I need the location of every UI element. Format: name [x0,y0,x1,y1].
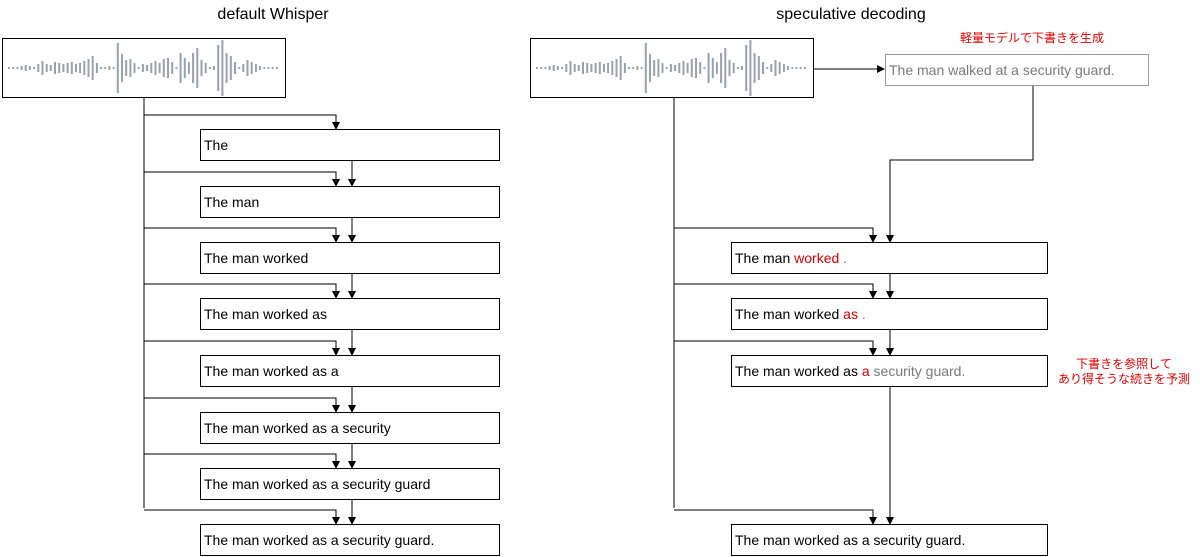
audio-feed-arrow [674,283,877,299]
audio-feed-arrow [144,171,340,187]
predict-note-line2: あり得そうな続きを予測 [1058,372,1191,386]
left-title: default Whisper [217,6,329,23]
draft-box: The man walked at a security guard. [885,54,1149,86]
predict-note: 下書きを参照して あり得そうな続きを予測 [1058,357,1190,387]
step-box-3: The man worked [200,242,500,274]
audio-feed-arrow [144,453,340,469]
audio-feed-arrow [144,227,340,243]
verify-prefix: The man [735,250,795,266]
audio-feed-arrow [674,227,877,243]
step-box-8: The man worked as a security guard. [200,524,500,556]
audio-feed-arrow [144,283,340,299]
verify-box-3: The man worked as a security guard. [731,355,1048,387]
draft-note: 軽量モデルで下書きを生成 [960,31,1105,45]
verify-suffix: security guard. [869,363,966,379]
audio-feed-arrow [144,340,340,356]
draft-feed-arrow [886,86,1034,243]
step-box-1: The [200,129,500,161]
audio-feed-arrow [144,397,340,413]
verify-highlight: as [843,306,858,322]
step-box-7: The man worked as a security guard [200,468,500,500]
verify-highlight: worked [794,250,840,266]
verify-prefix: The man worked [735,306,844,322]
step-box-5: The man worked as a [200,355,500,387]
verify-box-2: The man worked as . [731,298,1048,330]
verify-suffix: . [839,250,848,266]
verify-suffix: . [857,306,866,322]
audio-feed-arrow [144,509,340,525]
final-box: The man worked as a security guard. [731,524,1048,556]
step-box-6: The man worked as a security [200,412,500,444]
step-box-4: The man worked as [200,298,500,330]
audio-waveform-icon [2,38,286,98]
verify-box-1: The man worked . [731,242,1048,274]
step-box-2: The man [200,186,500,218]
audio-feed-arrow [674,340,877,356]
audio-feed-arrow [144,114,340,130]
audio-feed-arrow [674,509,877,525]
predict-note-line1: 下書きを参照して [1076,357,1172,371]
verify-highlight: a [861,363,870,379]
verify-prefix: The man worked as [735,363,862,379]
audio-waveform-icon [530,38,814,98]
right-title: speculative decoding [776,6,926,23]
